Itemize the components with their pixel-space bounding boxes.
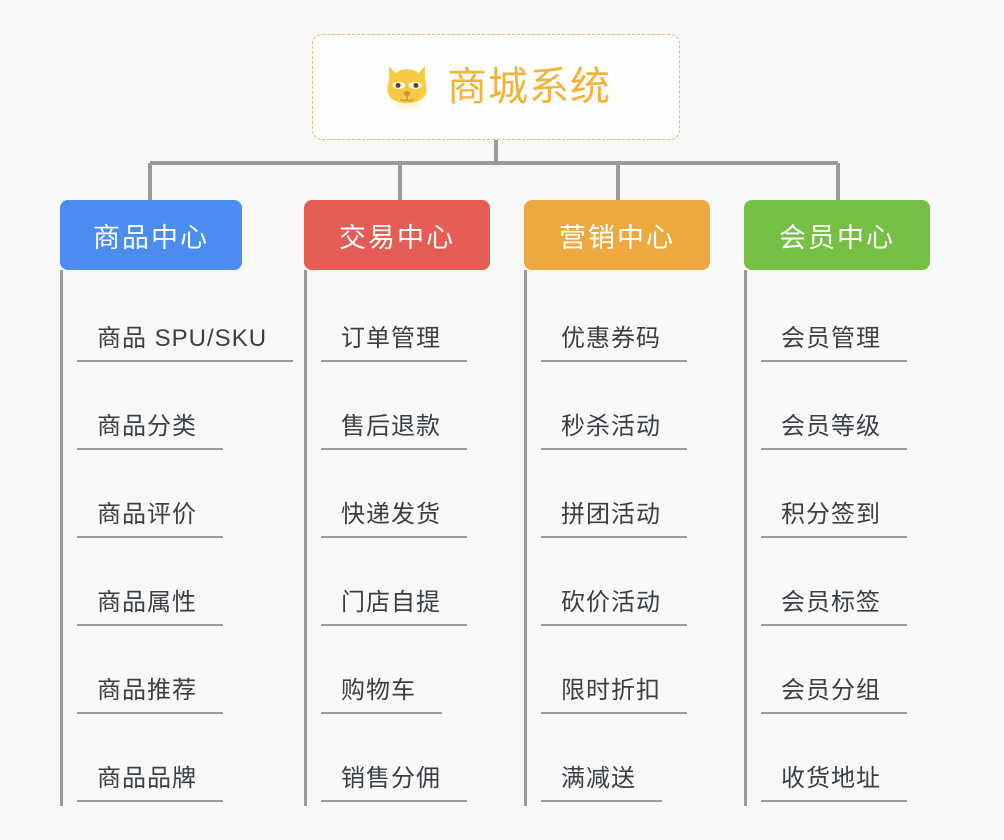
leaf-label: 商品 SPU/SKU (77, 318, 294, 362)
leaf-label: 拼团活动 (541, 494, 687, 538)
leaf-label: 会员等级 (761, 406, 907, 450)
leaf-label: 销售分佣 (321, 758, 467, 802)
list-item[interactable]: 门店自提 (307, 542, 472, 630)
dog-face-icon (387, 65, 427, 110)
leaf-label: 商品推荐 (77, 670, 223, 714)
leaf-list: 商品 SPU/SKU 商品分类 商品评价 商品属性 商品推荐 商品品牌 (60, 270, 294, 806)
leaf-list: 会员管理 会员等级 积分签到 会员标签 会员分组 收货地址 (744, 270, 922, 806)
leaf-label: 售后退款 (321, 406, 467, 450)
category-label: 商品中心 (93, 222, 209, 253)
list-item[interactable]: 会员标签 (747, 542, 922, 630)
leaf-list: 优惠券码 秒杀活动 拼团活动 砍价活动 限时折扣 满减送 (524, 270, 692, 806)
leaf-label: 收货地址 (761, 758, 907, 802)
leaf-label: 会员标签 (761, 582, 907, 626)
list-item[interactable]: 砍价活动 (527, 542, 692, 630)
category-box-product-center[interactable]: 商品中心 (60, 200, 242, 270)
leaf-label: 商品属性 (77, 582, 223, 626)
list-item[interactable]: 销售分佣 (307, 718, 472, 806)
column-member-center: 会员中心 会员管理 会员等级 积分签到 会员标签 会员分组 (692, 200, 930, 806)
root-title: 商城系统 (447, 65, 611, 109)
leaf-label: 商品分类 (77, 406, 223, 450)
list-item[interactable]: 购物车 (307, 630, 472, 718)
leaf-label: 商品评价 (77, 494, 223, 538)
list-item[interactable]: 商品分类 (63, 366, 252, 454)
leaf-label: 商品品牌 (77, 758, 223, 802)
leaf-label: 快递发货 (321, 494, 467, 538)
category-label: 会员中心 (779, 222, 895, 253)
list-item[interactable]: 商品推荐 (63, 630, 252, 718)
list-item[interactable]: 满减送 (527, 718, 692, 806)
list-item[interactable]: 商品评价 (63, 454, 252, 542)
list-item[interactable]: 订单管理 (307, 278, 472, 366)
category-box-member-center[interactable]: 会员中心 (744, 200, 930, 270)
category-box-trade-center[interactable]: 交易中心 (304, 200, 490, 270)
list-item[interactable]: 商品 SPU/SKU (63, 278, 294, 366)
list-item[interactable]: 售后退款 (307, 366, 472, 454)
leaf-list: 订单管理 售后退款 快递发货 门店自提 购物车 销售分佣 (304, 270, 472, 806)
category-label: 交易中心 (339, 222, 455, 253)
column-product-center: 商品中心 商品 SPU/SKU 商品分类 商品评价 商品属性 商品推荐 (0, 200, 294, 806)
leaf-label: 门店自提 (321, 582, 467, 626)
list-item[interactable]: 快递发货 (307, 454, 472, 542)
leaf-label: 订单管理 (321, 318, 467, 362)
list-item[interactable]: 会员分组 (747, 630, 922, 718)
list-item[interactable]: 收货地址 (747, 718, 922, 806)
leaf-label: 会员分组 (761, 670, 907, 714)
category-columns: 商品中心 商品 SPU/SKU 商品分类 商品评价 商品属性 商品推荐 (0, 200, 1004, 806)
list-item[interactable]: 秒杀活动 (527, 366, 692, 454)
list-item[interactable]: 会员管理 (747, 278, 922, 366)
leaf-label: 会员管理 (761, 318, 907, 362)
list-item[interactable]: 优惠券码 (527, 278, 692, 366)
leaf-label: 满减送 (541, 758, 662, 802)
list-item[interactable]: 商品品牌 (63, 718, 252, 806)
leaf-label: 砍价活动 (541, 582, 687, 626)
leaf-label: 优惠券码 (541, 318, 687, 362)
column-trade-center: 交易中心 订单管理 售后退款 快递发货 门店自提 购物车 (252, 200, 490, 806)
list-item[interactable]: 积分签到 (747, 454, 922, 542)
list-item[interactable]: 商品属性 (63, 542, 252, 630)
list-item[interactable]: 拼团活动 (527, 454, 692, 542)
column-marketing-center: 营销中心 优惠券码 秒杀活动 拼团活动 砍价活动 限时折扣 (472, 200, 710, 806)
leaf-label: 购物车 (321, 670, 442, 714)
root-node[interactable]: 商城系统 (312, 34, 680, 140)
list-item[interactable]: 限时折扣 (527, 630, 692, 718)
list-item[interactable]: 会员等级 (747, 366, 922, 454)
leaf-label: 积分签到 (761, 494, 907, 538)
category-label: 营销中心 (559, 222, 675, 253)
leaf-label: 限时折扣 (541, 670, 687, 714)
leaf-label: 秒杀活动 (541, 406, 687, 450)
category-box-marketing-center[interactable]: 营销中心 (524, 200, 710, 270)
